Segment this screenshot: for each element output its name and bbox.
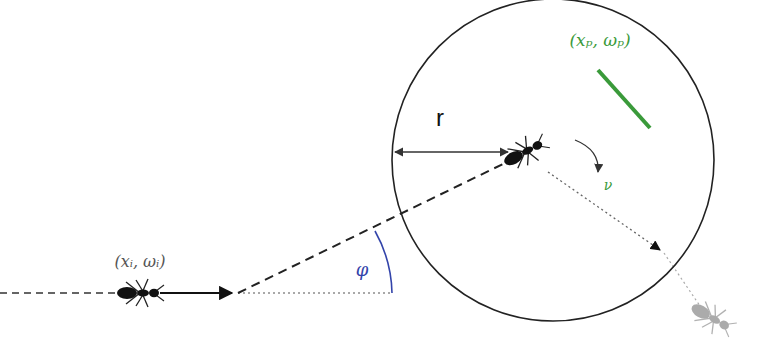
ant-state-label: (xᵢ, ωᵢ)	[114, 253, 165, 271]
sensing-circle: r (xₚ, ωₚ) ν	[391, 0, 715, 322]
pheromone-label: (xₚ, ωₚ)	[569, 31, 630, 50]
turn-label: ν	[604, 178, 613, 193]
circle-outline	[391, 0, 715, 322]
radius-label: r	[436, 105, 444, 131]
angle-label: φ	[356, 260, 369, 280]
